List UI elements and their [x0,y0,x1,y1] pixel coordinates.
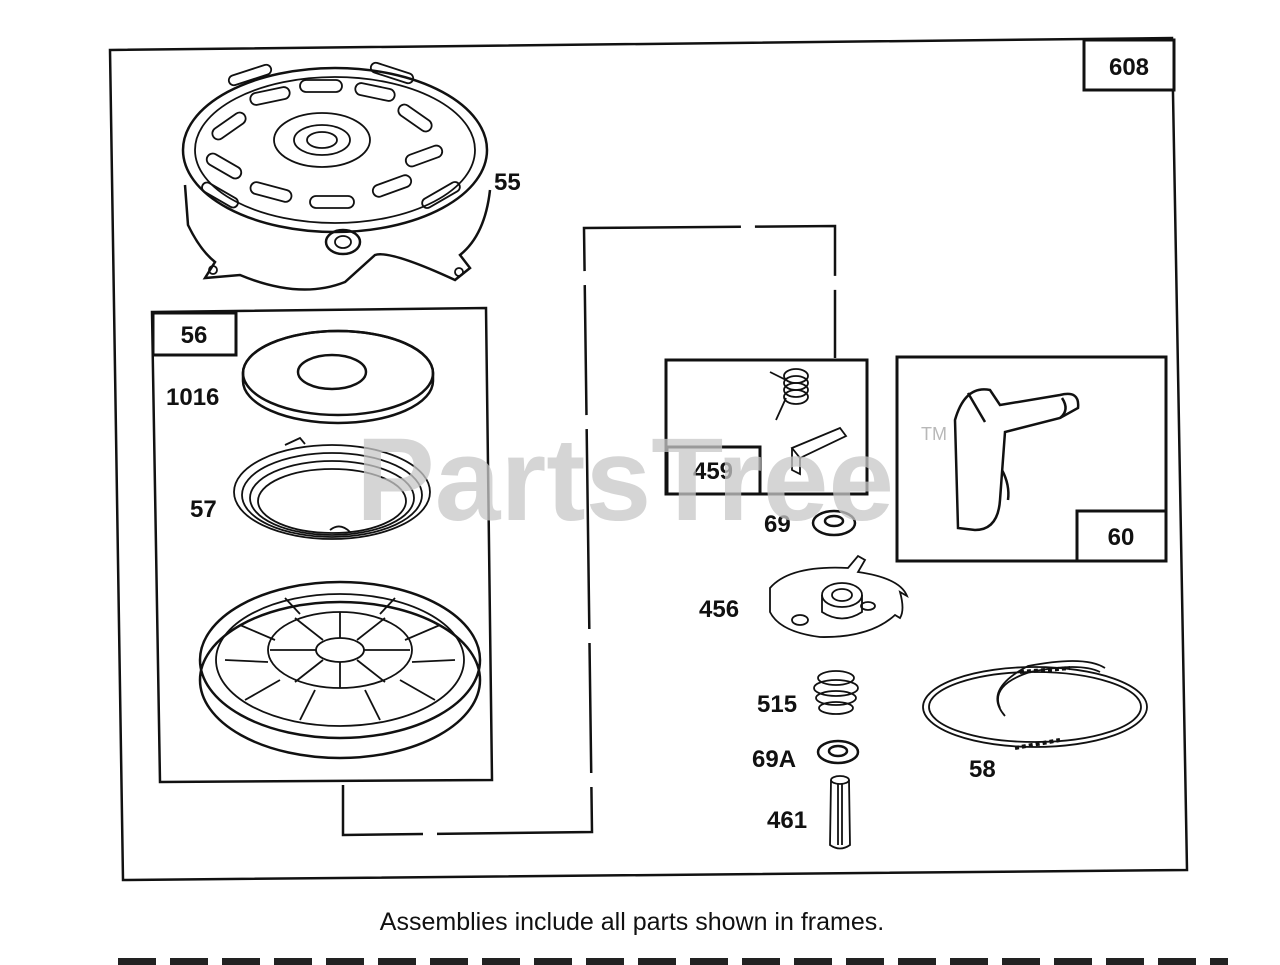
part-69a-washer [816,739,860,765]
outer-frame [108,36,1189,882]
part-515-spring [813,670,859,715]
assembly-number-box [1082,38,1176,92]
part-58-rope [922,660,1148,750]
part-56-label: 56 [181,322,208,349]
watermark: PartsTree [356,414,894,546]
part-1016-washer [241,329,435,425]
part-69-washer [811,509,857,537]
part-60-starter-handle [953,388,1080,532]
part-60-label: 60 [1108,524,1135,551]
part-57-label: 57 [190,496,217,523]
part-456-label: 456 [699,596,739,623]
part-459-label: 459 [693,458,733,485]
part-515-label: 515 [757,691,797,718]
starter-pulley [198,580,482,760]
part-69-label: 69 [764,511,791,538]
part-58-label: 58 [969,756,996,783]
part-456-ratchet [769,554,909,638]
watermark-tm: TM [921,424,947,444]
part-461-pin [829,775,851,850]
part-1016-label: 1016 [166,384,219,411]
part-55-housing [181,61,492,291]
connector-line-left [341,224,837,837]
diagram-caption: Assemblies include all parts shown in fr… [379,908,885,936]
part-459-spring-and-pawl [769,368,848,476]
assembly-56-label-box [151,311,238,357]
cropped-footer-text [118,958,1228,965]
part-55-label: 55 [494,169,521,196]
assembly-number-label: 608 [1109,54,1149,81]
part-60-label-box [1075,509,1168,563]
part-57-spring [233,436,431,540]
part-69a-label: 69A [752,746,796,773]
part-461-label: 461 [767,807,807,834]
assembly-459-label-box [665,445,762,496]
assembly-56-frame [150,306,494,784]
